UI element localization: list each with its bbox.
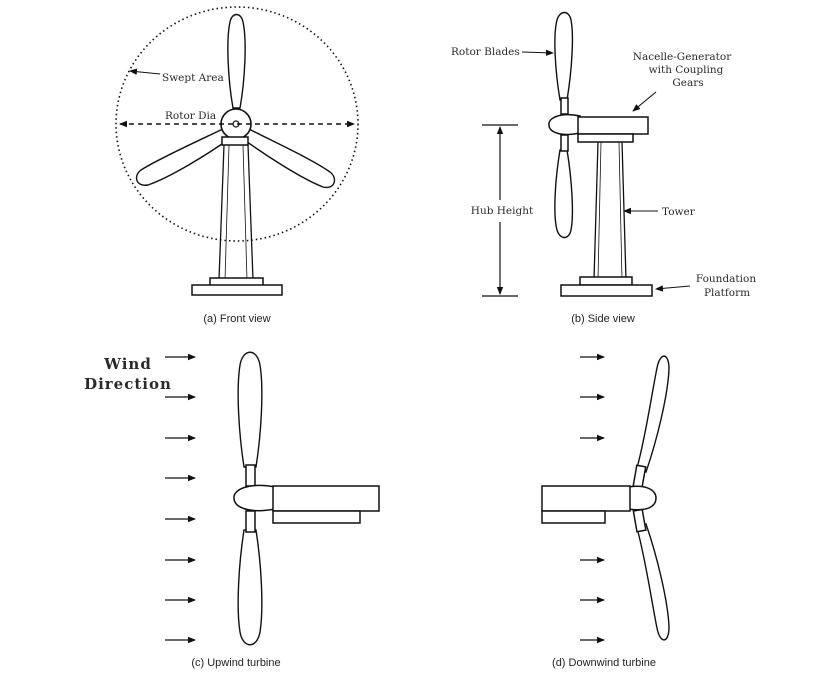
side-nacelle <box>577 116 649 135</box>
side-tower-inner <box>597 141 623 281</box>
upwind-blade-root-top <box>245 464 256 487</box>
tower-label: Tower <box>662 206 696 218</box>
downwind-blade-top <box>636 355 670 473</box>
front-view-caption: (a) Front view <box>203 313 270 325</box>
upwind-nacelle <box>272 485 380 512</box>
upwind-blade-top <box>237 351 263 468</box>
upwind-panel: Wind Direction (c) Upwind turbine <box>84 351 380 669</box>
downwind-blade-bottom <box>636 523 670 641</box>
wind-label-line1: Wind <box>103 355 152 373</box>
front-tower-top <box>221 136 249 146</box>
front-blade-left <box>135 127 230 186</box>
side-blade-top <box>554 11 574 101</box>
swept-area-label: Swept Area <box>162 72 224 84</box>
side-blade-root-top <box>560 97 569 115</box>
upwind-blade-bottom <box>237 529 263 646</box>
rotor-blades-label: Rotor Blades <box>451 46 520 58</box>
foundation-pointer <box>655 285 691 292</box>
front-tower <box>218 144 254 281</box>
side-view-panel: Hub Height Rotor Blades Nacelle-Generato… <box>451 11 756 325</box>
rotor-dia-label: Rotor Dia <box>165 110 216 122</box>
side-foundation-top <box>579 276 633 286</box>
wind-label-line2: Direction <box>84 375 172 393</box>
upwind-nacelle-base <box>272 510 361 524</box>
swept-area-circle <box>115 6 359 242</box>
rotor-blades-pointer <box>521 49 554 56</box>
upwind-hub <box>233 484 276 512</box>
side-blade-bottom <box>554 149 574 239</box>
downwind-hub <box>627 485 657 511</box>
downwind-caption: (d) Downwind turbine <box>552 657 656 669</box>
side-foundation <box>560 284 653 297</box>
downwind-wind-arrows <box>580 353 605 644</box>
downwind-blade-root-top <box>632 464 647 489</box>
downwind-blade-root-bottom <box>632 508 647 533</box>
foundation-label-line1: Foundation <box>696 273 756 285</box>
side-nacelle-base <box>577 133 634 143</box>
upwind-blade-root-bottom <box>245 510 256 533</box>
front-blade-top <box>227 13 246 109</box>
upwind-wind-arrows <box>165 353 196 644</box>
hub-height-label: Hub Height <box>471 205 534 217</box>
front-foundation <box>191 284 283 296</box>
nacelle-label-line3: Gears <box>672 77 703 89</box>
downwind-nacelle <box>541 485 631 512</box>
downwind-panel: (d) Downwind turbine <box>541 353 670 669</box>
nacelle-pointer <box>632 91 657 112</box>
swept-area-pointer <box>129 68 161 75</box>
side-view-caption: (b) Side view <box>571 313 635 325</box>
nacelle-label-line1: Nacelle-Generator <box>633 51 732 63</box>
front-blade-right <box>242 127 336 189</box>
downwind-nacelle-base <box>541 510 606 524</box>
side-hub <box>548 113 581 136</box>
nacelle-label-line2: with Coupling <box>649 64 724 76</box>
side-blade-root-bottom <box>560 134 569 152</box>
upwind-caption: (c) Upwind turbine <box>191 657 280 669</box>
front-view-panel: Swept Area Rotor Dia (a) Front view <box>115 6 359 325</box>
front-tower-inner <box>224 144 248 281</box>
foundation-label-line2: Platform <box>704 287 750 299</box>
